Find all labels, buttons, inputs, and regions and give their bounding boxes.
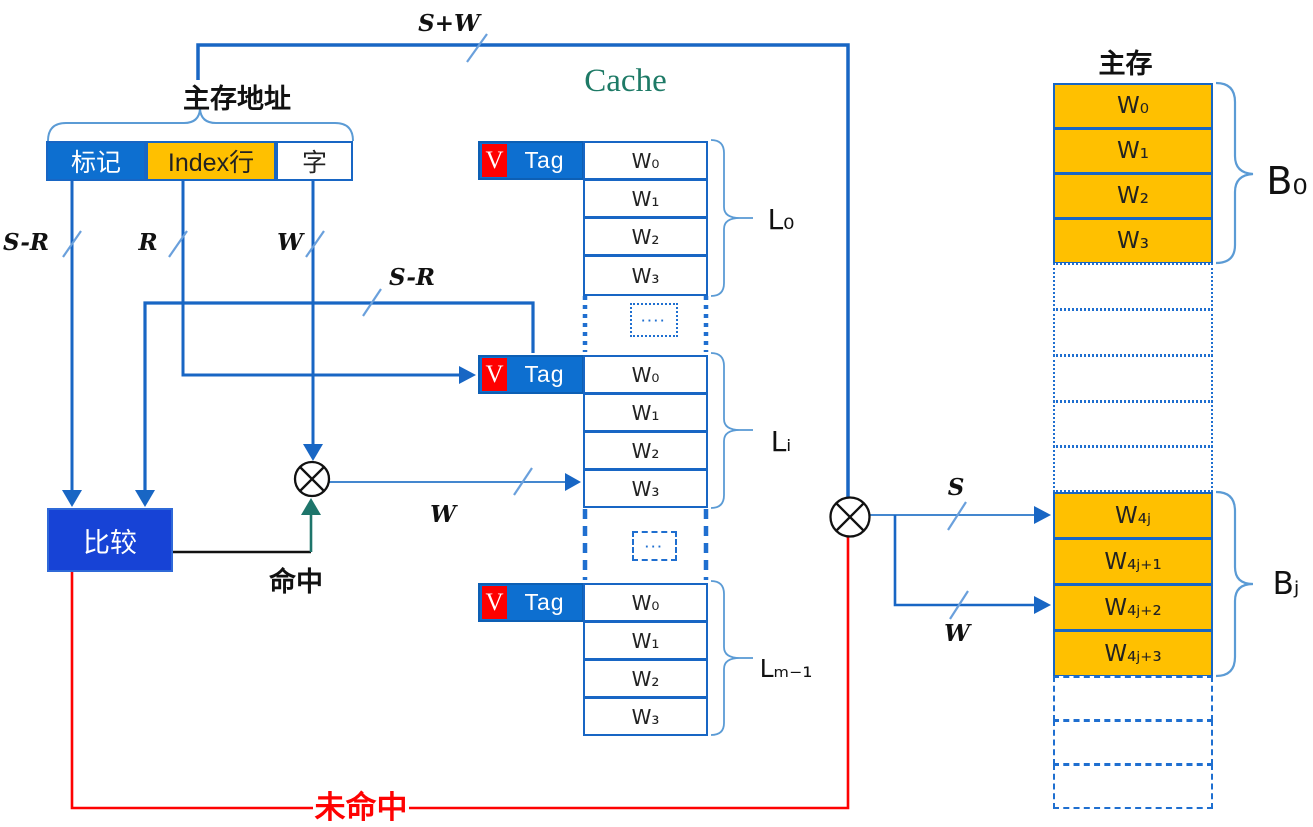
- memory-empty-row: [1053, 263, 1213, 310]
- cache-word-cell: W₀: [583, 583, 708, 622]
- cache-word-cell: W₁: [583, 179, 708, 218]
- cache-word-cell: W₃: [583, 697, 708, 736]
- width-label-s-r: S-R: [2, 228, 50, 256]
- memory-word-cell: W₄ⱼ: [1053, 492, 1213, 539]
- memory-empty-row: [1053, 676, 1213, 721]
- memory-empty-row: [1053, 401, 1213, 447]
- memory-empty-row: [1053, 446, 1213, 492]
- hit-label: 命中: [269, 566, 323, 597]
- tag-field: Tag: [524, 589, 565, 615]
- memory-arrows: [869, 506, 1051, 614]
- cache-word-cell: W₂: [583, 217, 708, 256]
- word-out-label: W: [430, 500, 456, 528]
- memory-title: 主存: [1098, 48, 1153, 79]
- memory-empty-row: [1053, 764, 1213, 809]
- memory-word-cell: W₄ⱼ₊₂: [1053, 584, 1213, 631]
- cache-line-m1-vtag: V Tag: [478, 583, 584, 622]
- memory-block-j-label: Bⱼ: [1272, 566, 1300, 602]
- miss-label: 未命中: [314, 789, 408, 825]
- memory-word-cell: W₁: [1053, 128, 1213, 174]
- cache-line-m1-label: Lₘ₋₁: [759, 653, 813, 683]
- cache-line-i-label: Lᵢ: [770, 424, 792, 458]
- cache-line-0-label: L₀: [767, 202, 795, 236]
- bit-width-slashes: [62, 33, 969, 620]
- compare-hit-line: [173, 498, 321, 554]
- valid-bit: V: [482, 144, 507, 177]
- cache-title: Cache: [584, 62, 667, 99]
- block-addr-label: S: [947, 473, 965, 501]
- cache-word-cell: W₀: [583, 141, 708, 180]
- top-bus-label: S+W: [418, 9, 480, 37]
- tag-field: Tag: [524, 361, 565, 387]
- memory-word-cell: W₂: [1053, 173, 1213, 219]
- tag-field: Tag: [524, 147, 565, 173]
- memory-word-cell: W₄ⱼ₊₁: [1053, 538, 1213, 585]
- address-brace: [47, 108, 354, 142]
- cache-word-cell: W₀: [583, 355, 708, 394]
- valid-bit: V: [482, 358, 507, 391]
- cache-line-0-vtag: V Tag: [478, 141, 584, 180]
- address-title: 主存地址: [183, 83, 291, 114]
- cache-line-i-vtag: V Tag: [478, 355, 584, 394]
- word-addr-label: W: [944, 619, 970, 647]
- valid-bit: V: [482, 586, 507, 619]
- address-field-tag: 标记: [46, 141, 146, 181]
- word-out-line: [329, 473, 581, 491]
- memory-word-cell: W₃: [1053, 218, 1213, 264]
- tag-compare-line: [135, 301, 535, 507]
- memory-word-cell: W₄ⱼ₊₃: [1053, 630, 1213, 677]
- address-field-lines: [62, 181, 476, 507]
- cache-word-cell: W₁: [583, 621, 708, 660]
- cache-word-cell: W₃: [583, 255, 708, 296]
- memory-braces: [1215, 81, 1254, 678]
- address-field-index: Index行: [146, 141, 276, 181]
- width-label-r: R: [138, 228, 158, 256]
- compare-box: 比较: [47, 508, 173, 572]
- cache-ellipsis-dashed: ···: [632, 531, 677, 561]
- memory-empty-row: [1053, 355, 1213, 402]
- memory-empty-row: [1053, 720, 1213, 765]
- cache-word-cell: W₂: [583, 659, 708, 698]
- memory-word-cell: W₀: [1053, 83, 1213, 129]
- tag-compare-label: S-R: [388, 263, 436, 291]
- memory-empty-row: [1053, 309, 1213, 356]
- width-label-w: W: [277, 228, 303, 256]
- cache-gap-dotted-lines: [582, 296, 709, 580]
- cache-word-cell: W₃: [583, 469, 708, 508]
- cache-word-cell: W₁: [583, 393, 708, 432]
- memory-block-0-label: B₀: [1266, 159, 1308, 203]
- cache-word-cell: W₂: [583, 431, 708, 470]
- miss-line: [70, 536, 850, 810]
- cache-braces: [710, 139, 753, 736]
- address-field-word: 字: [276, 141, 353, 181]
- top-bus-line: [196, 43, 850, 498]
- memory-mux-icon: [829, 496, 871, 538]
- cache-ellipsis-dotted: ····: [630, 303, 678, 337]
- word-select-mux-icon: [293, 460, 331, 498]
